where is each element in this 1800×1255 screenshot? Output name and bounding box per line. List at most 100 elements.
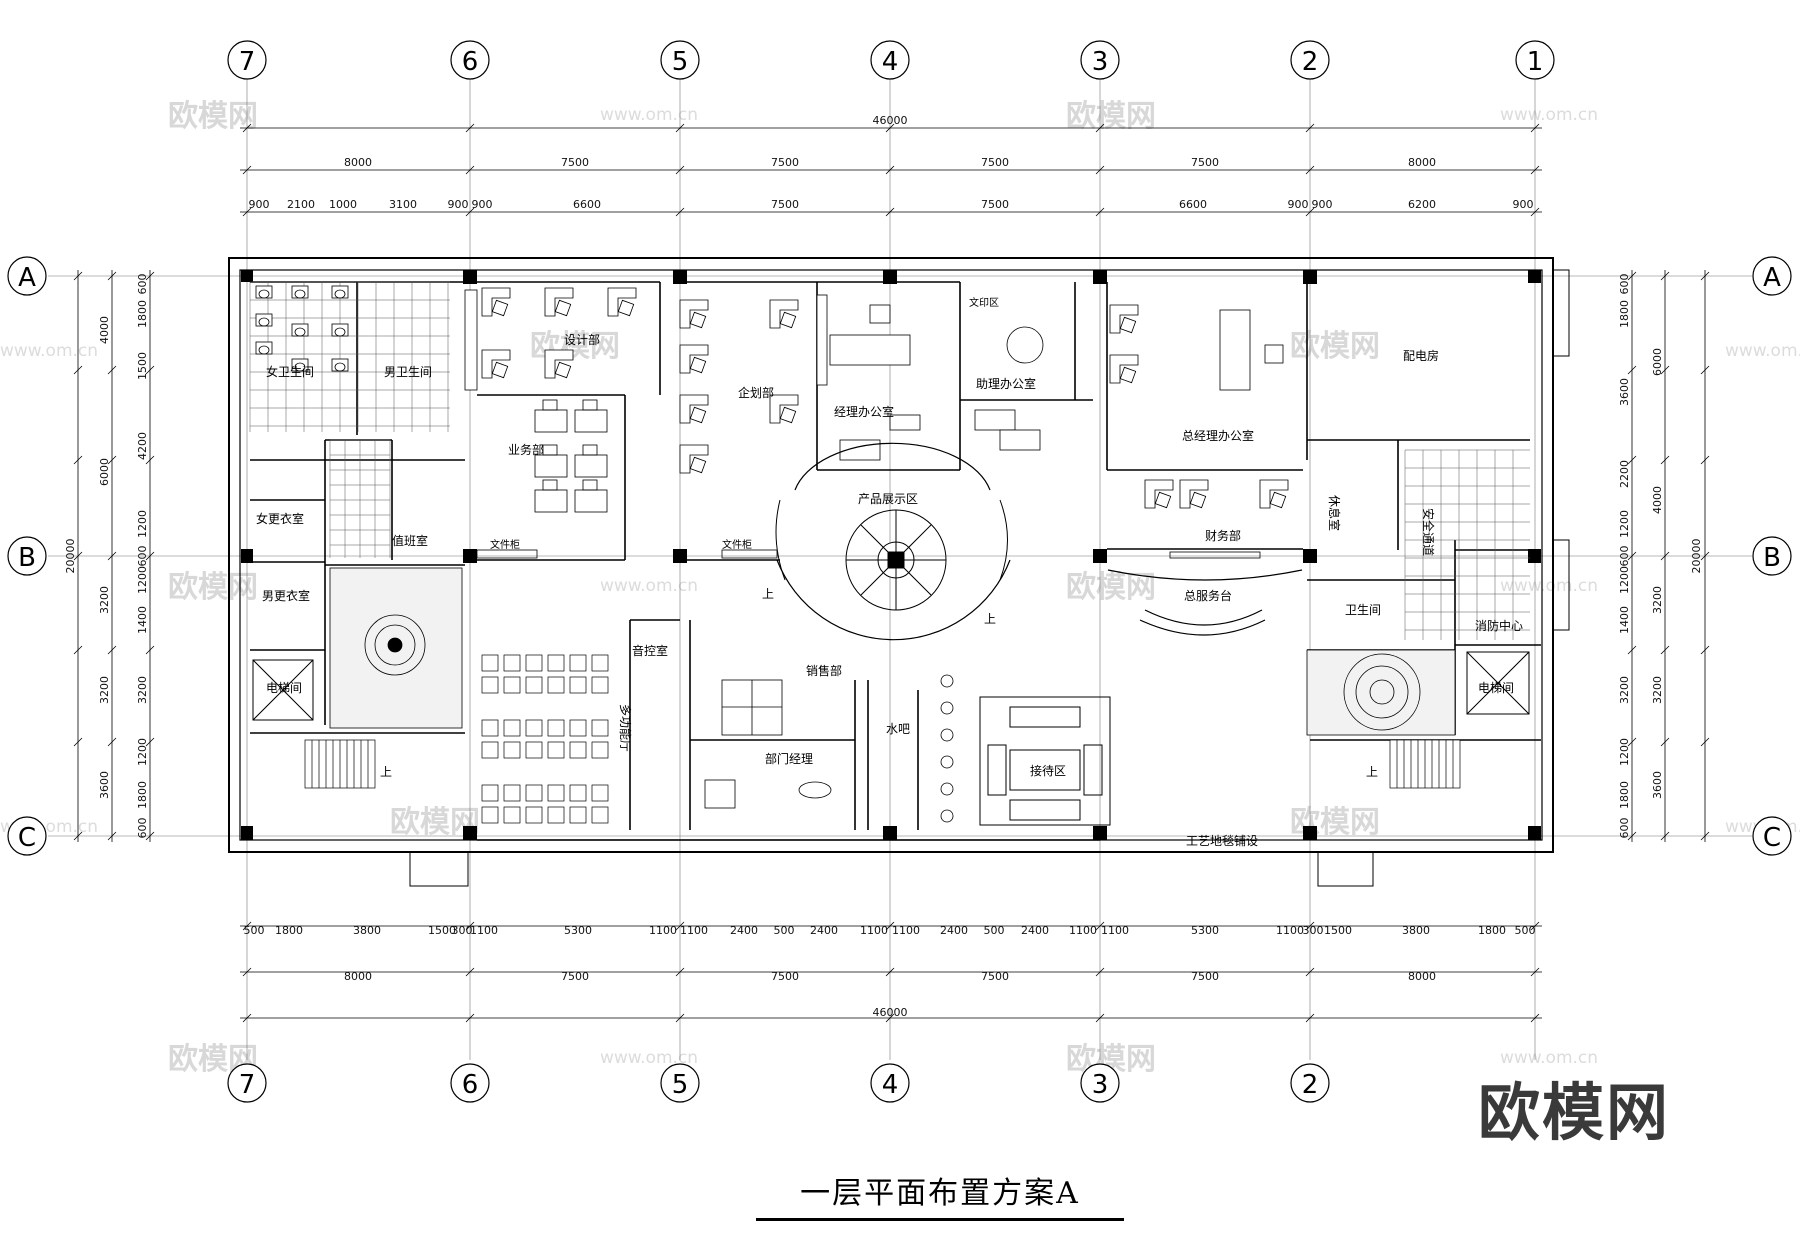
- svg-text:8000: 8000: [1408, 156, 1436, 169]
- svg-text:C: C: [1763, 823, 1781, 853]
- axis-C-right: [1752, 816, 1792, 856]
- svg-text:6600: 6600: [1179, 198, 1207, 211]
- axis-7-top: [227, 40, 267, 80]
- svg-text:4: 4: [882, 1070, 899, 1100]
- svg-text:3600: 3600: [1618, 378, 1631, 406]
- svg-text:3200: 3200: [1651, 586, 1664, 614]
- label-elevator-left: 电梯间: [266, 681, 302, 695]
- svg-text:1100: 1100: [1276, 924, 1304, 937]
- svg-text:600: 600: [1618, 274, 1631, 295]
- svg-text:8000: 8000: [344, 156, 372, 169]
- svg-text:8000: 8000: [344, 970, 372, 983]
- axis-lines: [48, 78, 1752, 1060]
- svg-text:www.om.cn: www.om.cn: [1500, 1048, 1598, 1068]
- svg-text:8000: 8000: [1408, 970, 1436, 983]
- svg-text:7500: 7500: [981, 156, 1009, 169]
- label-dept-manager: 部门经理: [765, 751, 813, 766]
- svg-text:欧模网: 欧模网: [168, 99, 258, 134]
- svg-text:20000: 20000: [64, 539, 77, 574]
- label-womens-locker: 女更衣室: [256, 511, 304, 526]
- office-furniture: [464, 287, 1289, 809]
- label-av-room: 音控室: [632, 643, 668, 658]
- svg-text:1100: 1100: [470, 924, 498, 937]
- svg-text:500: 500: [244, 924, 265, 937]
- svg-text:www.om.cn: www.om.cn: [600, 105, 698, 125]
- svg-text:1200: 1200: [1618, 510, 1631, 538]
- svg-text:600: 600: [1618, 818, 1631, 839]
- label-fire-center: 消防中心: [1475, 618, 1523, 633]
- svg-text:7500: 7500: [771, 198, 799, 211]
- dimension-texts: 46000 8000 7500 7500 7500 7500 8000 900 …: [244, 114, 1536, 1019]
- label-front-desk: 总服务台: [1184, 588, 1232, 603]
- label-finance-dept: 财务部: [1205, 528, 1241, 543]
- label-stair-up-mid: 上: [762, 587, 774, 601]
- svg-text:1200: 1200: [1618, 566, 1631, 594]
- label-reception: 接待区: [1030, 763, 1066, 778]
- svg-text:3200: 3200: [136, 676, 149, 704]
- label-planning-dept: 企划部: [738, 385, 774, 400]
- svg-text:1000: 1000: [329, 198, 357, 211]
- svg-text:7500: 7500: [561, 156, 589, 169]
- label-mens-toilet: 男卫生间: [384, 365, 432, 379]
- label-wc: 卫生间: [1345, 603, 1381, 617]
- svg-text:www.om.cn: www.om.cn: [1725, 341, 1800, 361]
- axis-label-5: 5: [672, 47, 689, 77]
- axis-A-left: [7, 256, 47, 296]
- axis-3-top: [1080, 40, 1120, 80]
- svg-text:6200: 6200: [1408, 198, 1436, 211]
- svg-text:7500: 7500: [981, 198, 1009, 211]
- axis-5-top: [660, 40, 700, 80]
- svg-text:1500: 1500: [136, 352, 149, 380]
- svg-text:600: 600: [1618, 546, 1631, 567]
- axis-2-bottom: [1290, 1063, 1330, 1103]
- label-stair-up-rotunda: 上: [984, 612, 996, 626]
- svg-text:1800: 1800: [275, 924, 303, 937]
- axis-B-left: [7, 536, 47, 576]
- svg-text:1400: 1400: [136, 606, 149, 634]
- svg-text:2400: 2400: [1021, 924, 1049, 937]
- dim-top-total: 46000: [873, 114, 908, 127]
- bar-stools: [940, 674, 954, 823]
- svg-text:900: 900: [1513, 198, 1534, 211]
- axis-6-bottom: [450, 1063, 490, 1103]
- axis-label-2: 2: [1302, 47, 1319, 77]
- axis-1-top: [1515, 40, 1555, 80]
- svg-text:1800: 1800: [1478, 924, 1506, 937]
- axis-2-top: [1290, 40, 1330, 80]
- svg-text:3200: 3200: [1651, 676, 1664, 704]
- drawing-title: 一层平面布置方案A: [756, 1168, 1124, 1221]
- svg-text:900: 900: [1312, 198, 1333, 211]
- svg-text:900: 900: [472, 198, 493, 211]
- svg-text:6000: 6000: [98, 458, 111, 486]
- svg-text:7500: 7500: [771, 970, 799, 983]
- svg-text:7: 7: [239, 1070, 256, 1100]
- svg-text:www.om.cn: www.om.cn: [0, 341, 98, 361]
- svg-text:20000: 20000: [1690, 539, 1703, 574]
- stairs: [304, 739, 1461, 789]
- svg-text:1800: 1800: [1618, 781, 1631, 809]
- svg-text:7500: 7500: [561, 970, 589, 983]
- svg-text:1200: 1200: [136, 566, 149, 594]
- svg-text:3200: 3200: [1618, 676, 1631, 704]
- svg-text:2400: 2400: [810, 924, 838, 937]
- product-display-rotunda: [775, 442, 1011, 641]
- watermarks: 欧模网 www.om.cn 欧模网 www.om.cn 欧模网 欧模网 www.…: [0, 99, 1800, 1077]
- svg-text:500: 500: [984, 924, 1005, 937]
- room-labels: 女卫生间 男卫生间 女更衣室 值班室 男更衣室 电梯间 设计部 业务部 企划部 …: [256, 296, 1523, 848]
- axis-7-bottom: [227, 1063, 267, 1103]
- label-design-dept: 设计部: [564, 332, 600, 347]
- svg-text:300: 300: [1303, 924, 1324, 937]
- svg-text:900: 900: [1288, 198, 1309, 211]
- svg-text:4000: 4000: [1651, 486, 1664, 514]
- svg-text:7500: 7500: [1191, 156, 1219, 169]
- dimension-lines: [77, 127, 1706, 1019]
- interior-walls: [250, 281, 1541, 841]
- svg-text:500: 500: [774, 924, 795, 937]
- floor-patterns: [329, 567, 1456, 736]
- axis-5-bottom: [660, 1063, 700, 1103]
- label-stair-up-right: 上: [1366, 765, 1378, 779]
- svg-text:1100: 1100: [1069, 924, 1097, 937]
- svg-text:3600: 3600: [98, 771, 111, 799]
- axis-B-right: [1752, 536, 1792, 576]
- svg-text:欧模网: 欧模网: [1066, 99, 1156, 134]
